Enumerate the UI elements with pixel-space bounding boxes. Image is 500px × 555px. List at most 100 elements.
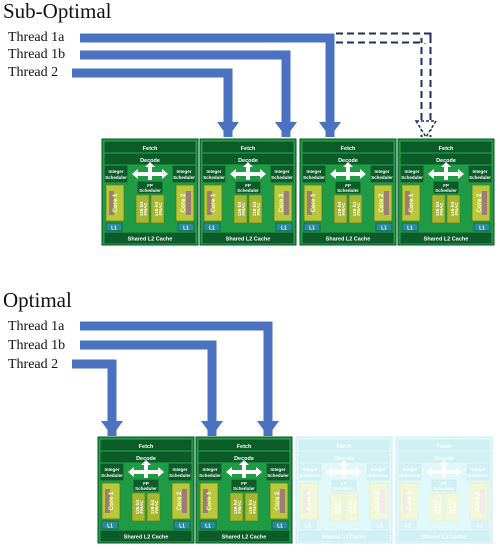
core-2-label: Core 2 xyxy=(375,491,381,510)
arrow-thread-1a xyxy=(80,321,273,436)
fetch-label: Fetch xyxy=(139,444,154,450)
l1-cache-label: L1 xyxy=(209,226,215,232)
integer-scheduler-label: Scheduler xyxy=(267,473,289,478)
integer-scheduler-label: Scheduler xyxy=(399,473,421,478)
thread-1b-label: Thread 1b xyxy=(8,338,66,353)
core-1-label: Core 1 xyxy=(207,491,213,510)
integer-scheduler-label: Integer xyxy=(302,467,317,472)
fp-scheduler-label: Scheduler xyxy=(135,486,157,491)
core-1-label: Core 1 xyxy=(211,193,217,212)
fmac-label: 128-bit xyxy=(337,201,342,216)
integer-scheduler-label: Scheduler xyxy=(169,473,191,478)
dispatch-arrows-icon xyxy=(132,162,168,180)
shared-l2-cache-label: Shared L2 Cache xyxy=(422,535,467,541)
l1-cache-label: L1 xyxy=(281,226,287,232)
fmac-label: FMAC xyxy=(143,202,148,216)
l1-cache-label: L1 xyxy=(277,524,283,530)
fmac-label: 128-bit xyxy=(448,499,453,514)
decode-label: Decode xyxy=(338,158,358,164)
fp-scheduler-label: FP xyxy=(443,183,449,188)
core-2-label: Core 2 xyxy=(477,193,483,212)
fmac-label: FMAC xyxy=(241,202,246,216)
fmac-label: 128-bit xyxy=(433,499,438,514)
integer-scheduler-label: Scheduler xyxy=(469,175,491,180)
fp-scheduler-label: Scheduler xyxy=(337,188,359,193)
arrow-thread-1a-alt-head xyxy=(414,120,438,139)
fp-scheduler-label: Scheduler xyxy=(233,486,255,491)
fmac-label: 128-bit xyxy=(233,499,238,514)
cpu-module: FetchDecodeIntegerSchedulerIntegerSchedu… xyxy=(295,436,393,544)
integer-scheduler-label: Integer xyxy=(104,467,119,472)
fmac-label: FMAC xyxy=(256,202,261,216)
integer-scheduler-label: Integer xyxy=(370,467,385,472)
decode-label: Decode xyxy=(334,456,354,462)
integer-scheduler-label: Scheduler xyxy=(101,473,123,478)
cpu-module: FetchDecodeIntegerSchedulerIntegerSchedu… xyxy=(101,138,199,246)
fetch-label: Fetch xyxy=(337,444,352,450)
arrow-thread-1a-head xyxy=(319,122,341,137)
thread-2-label: Thread 2 xyxy=(8,357,59,372)
arrow-thread-1a xyxy=(80,33,335,137)
arrow-thread-2 xyxy=(72,68,233,137)
dispatch-arrows-icon xyxy=(326,460,362,478)
fetch-label: Fetch xyxy=(241,146,256,152)
fp-scheduler-label: FP xyxy=(147,183,153,188)
l1-cache-label: L1 xyxy=(179,524,185,530)
thread-1a-label: Thread 1a xyxy=(8,319,65,334)
integer-scheduler-label: Integer xyxy=(306,169,321,174)
integer-scheduler-label: Scheduler xyxy=(299,473,321,478)
shared-l2-cache-label: Shared L2 Cache xyxy=(124,535,169,541)
l1-cache-label: L1 xyxy=(381,226,387,232)
fp-scheduler-label: Scheduler xyxy=(435,188,457,193)
shared-l2-cache-label: Shared L2 Cache xyxy=(424,237,469,243)
arrow-thread-2-head xyxy=(101,421,123,436)
dispatch-arrows-icon xyxy=(426,460,462,478)
integer-scheduler-label: Integer xyxy=(202,467,217,472)
fetch-label: Fetch xyxy=(143,146,158,152)
integer-scheduler-label: Integer xyxy=(374,169,389,174)
fmac-label: 128-bit xyxy=(450,201,455,216)
shared-l2-cache-label: Shared L2 Cache xyxy=(128,237,173,243)
arrow-thread-1b-head xyxy=(275,122,297,137)
integer-scheduler-label: Scheduler xyxy=(467,473,489,478)
core-2-label: Core 2 xyxy=(379,193,385,212)
integer-scheduler-label: Integer xyxy=(270,467,285,472)
integer-scheduler-label: Integer xyxy=(176,169,191,174)
l1-cache-label: L1 xyxy=(107,524,113,530)
fmac-label: FMAC xyxy=(341,202,346,216)
fmac-label: 128-bit xyxy=(248,499,253,514)
fp-scheduler-label: FP xyxy=(341,481,347,486)
fmac-label: 128-bit xyxy=(333,499,338,514)
fmac-label: FMAC xyxy=(154,500,159,514)
integer-scheduler-label: Scheduler xyxy=(199,473,221,478)
l1-cache-label: L1 xyxy=(477,524,483,530)
l1-cache-label: L1 xyxy=(305,524,311,530)
decode-label: Decode xyxy=(136,456,156,462)
integer-scheduler-label: Integer xyxy=(402,467,417,472)
arrow-thread-1b xyxy=(80,340,217,436)
arrow-thread-1b xyxy=(80,50,291,137)
fp-scheduler-label: FP xyxy=(441,481,447,486)
shared-l2-cache-label: Shared L2 Cache xyxy=(226,237,271,243)
core-1-label: Core 1 xyxy=(311,193,317,212)
l1-cache-label: L1 xyxy=(407,226,413,232)
fetch-label: Fetch xyxy=(341,146,356,152)
cpu-module: FetchDecodeIntegerSchedulerIntegerSchedu… xyxy=(195,436,293,544)
shared-l2-cache-label: Shared L2 Cache xyxy=(222,535,267,541)
thread-1b-label: Thread 1b xyxy=(8,47,66,62)
fp-scheduler-label: Scheduler xyxy=(333,486,355,491)
fmac-label: FMAC xyxy=(158,202,163,216)
fmac-label: FMAC xyxy=(237,500,242,514)
fetch-label: Fetch xyxy=(237,444,252,450)
l1-cache-label: L1 xyxy=(183,226,189,232)
integer-scheduler-label: Scheduler xyxy=(367,473,389,478)
cpu-module: FetchDecodeIntegerSchedulerIntegerSchedu… xyxy=(97,436,195,544)
fetch-label: Fetch xyxy=(439,146,454,152)
core-2-label: Core 2 xyxy=(279,193,285,212)
fp-scheduler-label: FP xyxy=(143,481,149,486)
core-2-label: Core 2 xyxy=(475,491,481,510)
integer-scheduler-label: Integer xyxy=(108,169,123,174)
shared-l2-cache-label: Shared L2 Cache xyxy=(326,237,371,243)
fmac-label: FMAC xyxy=(356,202,361,216)
thread-1a-label: Thread 1a xyxy=(8,30,65,45)
